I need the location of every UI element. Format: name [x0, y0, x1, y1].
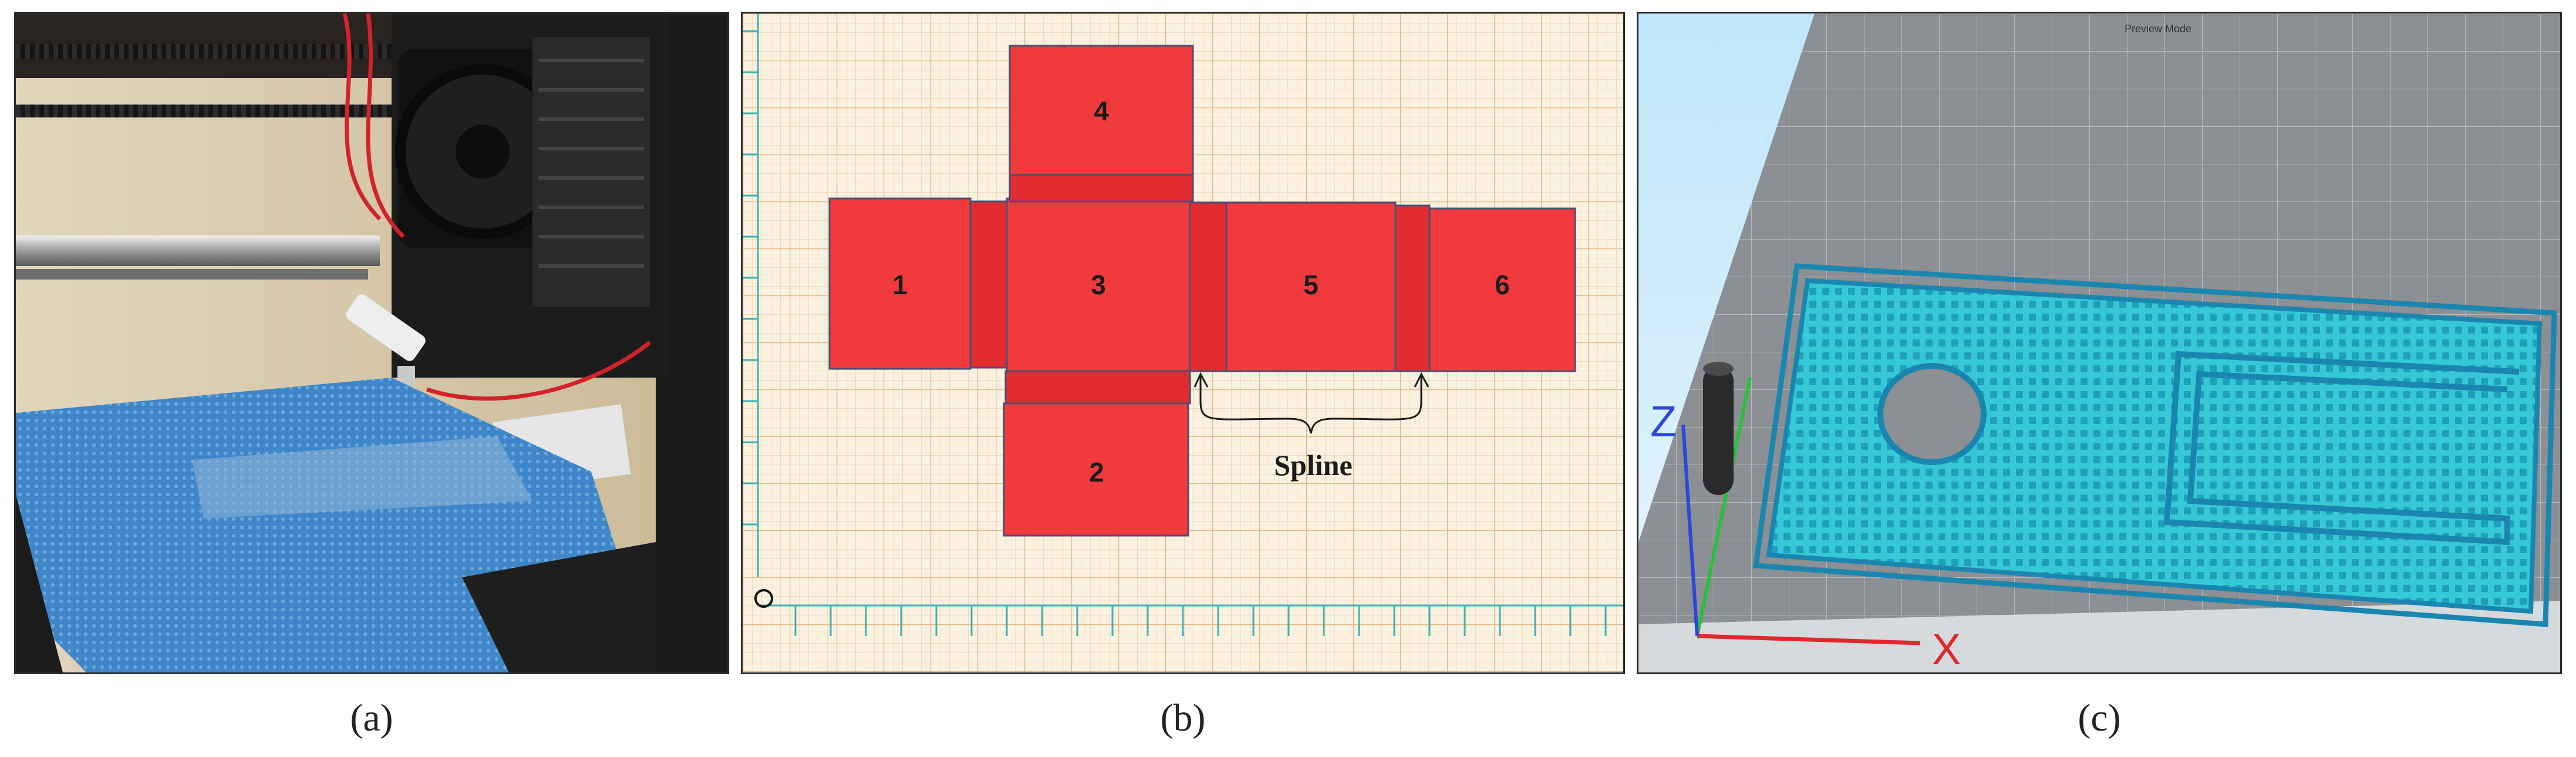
z-axis-line: [1681, 424, 1699, 637]
printed-plate: [1766, 278, 2543, 614]
red-wires: [342, 14, 652, 401]
spline-tab-5-6: [1394, 204, 1431, 372]
printer-frame-right: [656, 14, 727, 672]
face-label-1: 1: [892, 270, 908, 300]
spline-brace: [1193, 372, 1429, 434]
spline-label: Spline: [1274, 449, 1352, 482]
bed-front-edge: [1638, 601, 2560, 672]
face-label-4: 4: [1094, 96, 1109, 126]
caption-a: (a): [350, 697, 393, 739]
face-label-6: 6: [1495, 270, 1510, 300]
origin-marker: [754, 589, 773, 608]
plate-recess-outline: [2163, 351, 2520, 546]
cube-net-drawing: 1 2 3 4 5 6 Spline: [743, 14, 1623, 672]
heatsink-fins: [538, 59, 644, 268]
spline-tab-1-3: [969, 200, 1008, 369]
printer-photo-illustration: [16, 14, 727, 672]
y-axis-line: [1695, 377, 1752, 637]
wire-connector: [346, 294, 426, 361]
face-3: [1006, 197, 1191, 372]
panel-a-printer-photo: [14, 12, 729, 674]
face-4: [1009, 45, 1194, 176]
nozzle-marker: [1703, 366, 1734, 495]
face-1: [828, 197, 972, 370]
preview-mode-label: Preview Mode: [2125, 23, 2191, 35]
spline-tab-3-2: [1004, 370, 1191, 405]
caption-b: (b): [1160, 697, 1206, 739]
fan-hub: [456, 125, 510, 179]
x-axis-label: X: [1932, 625, 1961, 672]
print-bed-edge: [462, 542, 656, 672]
ruler-bottom: [760, 604, 1623, 636]
skirt-outline: [1752, 263, 2557, 627]
face-label-3: 3: [1091, 270, 1106, 300]
ruler-left: [743, 14, 759, 577]
spline-tab-3-5: [1189, 201, 1228, 372]
heatsink: [532, 37, 650, 307]
slicer-preview-viewport: Preview Mode Z X: [1638, 14, 2560, 672]
nozzle-marker-top: [1703, 362, 1734, 376]
bed-corner: [16, 495, 63, 672]
z-axis-label: Z: [1650, 397, 1677, 446]
face-6: [1428, 207, 1576, 372]
printed-layer: [192, 436, 532, 519]
face-label-2: 2: [1089, 457, 1104, 487]
plate-hole: [1877, 363, 1987, 465]
panel-c-slicer-preview: Preview Mode Z X: [1637, 12, 2562, 674]
timing-belt-upper: [16, 44, 427, 59]
face-label-5: 5: [1303, 270, 1319, 300]
face-5: [1225, 201, 1397, 372]
panel-b-cube-net: 1 2 3 4 5 6 Spline: [741, 12, 1625, 674]
caption-c: (c): [2078, 697, 2121, 739]
face-2: [1003, 402, 1189, 537]
x-axis-line: [1697, 634, 1921, 645]
timing-belt-lower: [16, 105, 427, 117]
rod-shadow: [16, 269, 368, 280]
spline-tab-4-3: [1009, 174, 1194, 203]
smooth-rod: [16, 235, 380, 266]
